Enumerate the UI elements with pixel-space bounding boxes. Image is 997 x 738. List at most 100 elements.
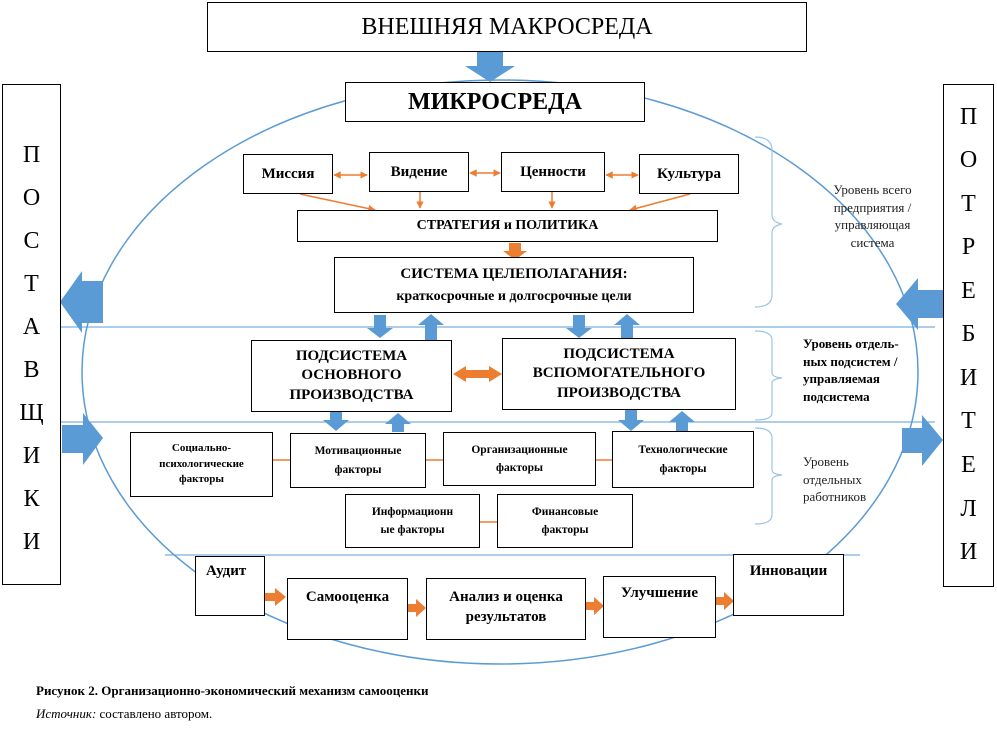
macro-to-micro-arrow <box>465 52 515 82</box>
figure-text: . Организационно-экономический механизм … <box>94 683 429 698</box>
arrow-strategy-goals <box>503 243 527 260</box>
source-text: составлено автором. <box>96 706 213 721</box>
main-subsystem-line2: ОСНОВНОГО <box>301 367 402 384</box>
finance-factors-line2: факторы <box>541 524 589 536</box>
suppliers-letter: К <box>23 486 40 513</box>
consumers-letter: Б <box>961 321 976 348</box>
goal-system-subtitle: краткосрочные и долгосрочные цели <box>396 288 632 304</box>
mission-box: Миссия <box>243 154 333 194</box>
level1-label: Уровень всего предприятия / управляющая … <box>810 181 935 251</box>
organization-factors-line2: факторы <box>496 462 543 474</box>
suppliers-letter: Т <box>24 270 39 297</box>
vision-box: Видение <box>369 152 469 192</box>
source-caption: Источник: составлено автором. <box>36 706 212 722</box>
mission-label: Миссия <box>261 165 315 182</box>
social-factors-line1: Социально- <box>171 441 232 454</box>
aux-subsystem-line2: ВСПОМОГАТЕЛЬНОГО <box>532 365 706 382</box>
level2-line: Уровень отдель- <box>803 336 899 351</box>
consumers-letter: Р <box>961 234 976 261</box>
level3-line: работников <box>803 489 867 505</box>
values-box: Ценности <box>501 152 605 192</box>
main-production-subsystem: ПОДСИСТЕМА ОСНОВНОГО ПРОИЗВОДСТВА <box>251 340 452 412</box>
arrow-improve-innovation <box>716 592 734 610</box>
level1-line: управляющая <box>834 217 911 233</box>
audit-box: Аудит <box>195 556 265 616</box>
finance-factors-box: Финансовые факторы <box>497 494 633 548</box>
audit-label: Аудит <box>206 563 247 579</box>
arrow-to-consumers <box>902 415 943 466</box>
source-label: Источник: <box>36 706 97 721</box>
technology-factors-box: Технологические факторы <box>612 431 754 488</box>
innovation-label: Инновации <box>749 563 828 579</box>
arrow-aux-factors-down <box>618 410 644 431</box>
innovation-box: Инновации <box>733 554 844 616</box>
aux-production-subsystem: ПОДСИСТЕМА ВСПОМОГАТЕЛЬНОГО ПРОИЗВОДСТВА <box>502 338 736 410</box>
arrow-mission-strategy <box>299 193 376 213</box>
consumers-letter: Т <box>961 190 976 217</box>
technology-factors-line2: факторы <box>659 462 707 475</box>
consumers-letter: Е <box>961 277 976 304</box>
organization-factors-line1: Организационные <box>471 443 568 456</box>
information-factors-line1: Информационн <box>371 505 454 518</box>
organization-factors-box: Организационные факторы <box>443 432 596 486</box>
arrow-audit-selfassess <box>265 588 286 606</box>
arrow-factors-aux-up <box>669 411 695 432</box>
level1-line: система <box>850 234 895 250</box>
arrow-main-factors-down <box>323 412 349 431</box>
aux-subsystem-line3: ПРОИЗВОДСТВА <box>557 384 681 401</box>
information-factors-line2: ые факторы <box>380 524 445 536</box>
technology-factors-line1: Технологические <box>638 444 728 457</box>
arrow-main-aux <box>453 366 502 382</box>
level1-line: предприятия / <box>833 199 912 215</box>
level2-line: подсистема <box>803 388 870 404</box>
aux-subsystem-line1: ПОДСИСТЕМА <box>563 345 675 362</box>
suppliers-letter: П <box>22 141 41 168</box>
arrow-aux-goals-up <box>614 314 640 340</box>
analysis-label: Анализ и оценка результатов <box>449 589 563 626</box>
improvement-box: Улучшение <box>603 576 716 638</box>
arrow-from-consumers <box>896 278 943 330</box>
suppliers-letter: Щ <box>19 400 44 427</box>
bracket-level2 <box>754 330 783 421</box>
arrow-goals-aux-down <box>566 315 592 338</box>
arrow-from-suppliers <box>62 413 103 465</box>
finance-factors-line1: Финансовые <box>531 505 599 518</box>
macro-environment-box: ВНЕШНЯЯ МАКРОСРЕДА <box>207 2 807 52</box>
culture-label: Культура <box>657 165 721 182</box>
level3-label: Уровень отдельных работников <box>803 453 923 506</box>
arrow-factors-main-up <box>385 413 411 432</box>
goal-system-title: СИСТЕМА ЦЕЛЕПОЛАГАНИЯ: <box>400 265 628 282</box>
arrow-culture-strategy <box>629 193 691 212</box>
micro-environment-box: МИКРОСРЕДА <box>345 82 645 122</box>
suppliers-column: П О С Т А В Щ И К И <box>2 84 61 585</box>
main-subsystem-line3: ПРОИЗВОДСТВА <box>289 386 414 403</box>
level1-line: Уровень всего <box>833 182 912 197</box>
culture-box: Культура <box>639 154 739 194</box>
arrow-analysis-improve <box>586 597 604 615</box>
consumers-letter: П <box>959 103 978 130</box>
arrow-main-goals-up <box>418 314 444 340</box>
consumers-column: П О Т Р Е Б И Т Е Л И <box>943 84 994 587</box>
strategy-box: СТРАТЕГИЯ и ПОЛИТИКА <box>297 210 718 242</box>
suppliers-letter: И <box>22 529 41 556</box>
micro-ellipse <box>81 79 919 665</box>
arrow-goals-main-down <box>367 315 393 338</box>
level2-line: ных подсистем / <box>803 353 898 369</box>
consumers-letter: Е <box>961 452 976 479</box>
suppliers-letter: И <box>22 443 41 470</box>
level3-line: Уровень <box>803 454 849 469</box>
figure-label: Рисунок 2 <box>36 683 95 698</box>
arrow-selfassess-analysis <box>408 599 426 617</box>
social-psych-factors-box: Социально- психологические факторы <box>130 432 273 497</box>
level3-line: отдельных <box>803 471 862 487</box>
suppliers-letter: В <box>23 357 40 384</box>
level2-label: Уровень отдель- ных подсистем / управляе… <box>803 335 938 405</box>
consumers-letter: О <box>959 147 978 174</box>
consumers-letter: И <box>959 364 978 391</box>
consumers-letter: Т <box>961 408 976 435</box>
macro-environment-title: ВНЕШНЯЯ МАКРОСРЕДА <box>361 13 653 40</box>
social-factors-line2: психологические <box>159 457 244 470</box>
level2-line: управляемая <box>803 371 880 387</box>
self-assessment-label: Самооценка <box>305 589 390 605</box>
